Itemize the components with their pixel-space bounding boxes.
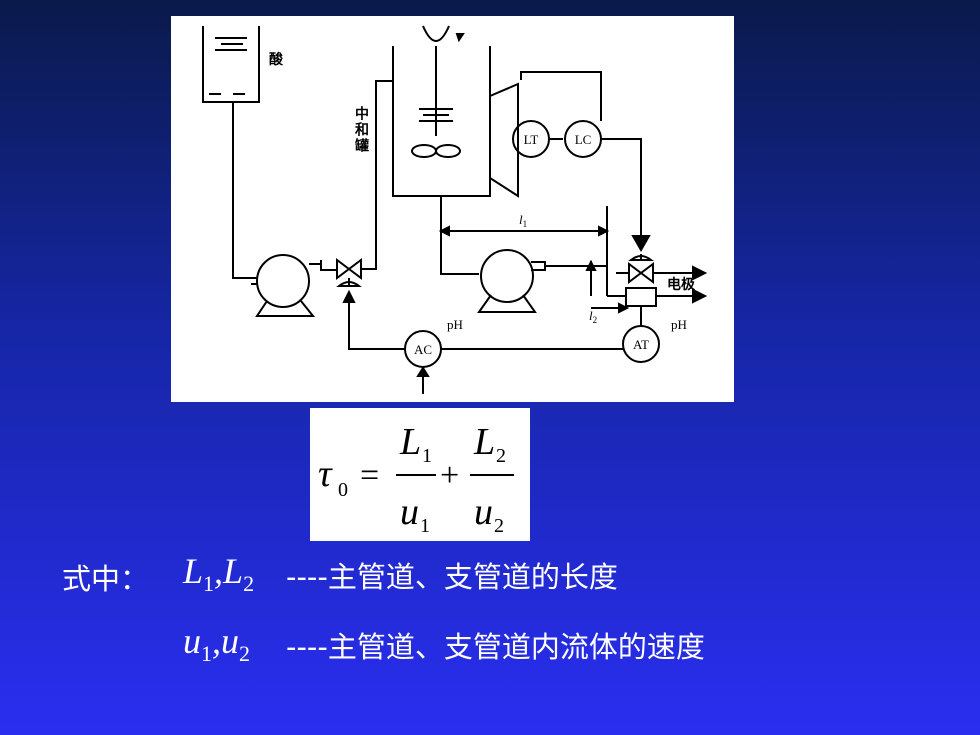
legend-row-length: 式中： L1,L2 ----主管道、支管道的长度: [0, 548, 980, 608]
electrode-label: 电极: [667, 276, 696, 293]
ph-label-right: pH: [671, 317, 687, 332]
l2-label: l2: [589, 308, 597, 325]
l1-label: l1: [519, 212, 527, 229]
process-diagram: 酸 中和罐 LT LC AC AT pH pH 电极 l1 l2: [171, 16, 734, 402]
sample-pump: [480, 249, 534, 303]
ph-label-left: pH: [447, 317, 463, 332]
at-label: AT: [633, 337, 649, 352]
at-instrument: [622, 325, 660, 363]
delay-formula: τ 0 = L 1 u 1 + L 2 u 2: [310, 408, 530, 541]
legend-length-desc: ----主管道、支管道的长度: [286, 560, 618, 594]
tau-subscript: 0: [338, 479, 348, 501]
tau-symbol: τ: [318, 453, 333, 495]
legend-row-velocity: u1,u2 ----主管道、支管道内流体的速度: [0, 618, 980, 678]
numerator-2-subscript: 2: [496, 445, 506, 467]
base-valve: [628, 262, 654, 284]
delay-formula-svg: τ 0 = L 1 u 1 + L 2 u 2: [318, 421, 514, 537]
numerator-1-subscript: 1: [422, 445, 432, 467]
denominator-1: u: [400, 491, 419, 533]
legend-velocity-desc: ----主管道、支管道内流体的速度: [286, 630, 705, 664]
acid-label: 酸: [269, 51, 284, 68]
acid-pump: [256, 254, 310, 308]
denominator-2-subscript: 2: [494, 515, 504, 537]
acid-tank: [202, 26, 260, 103]
legend-prefix: 式中：: [62, 562, 150, 596]
numerator-2: L: [473, 421, 495, 463]
denominator-1-subscript: 1: [420, 515, 430, 537]
plus-sign: +: [440, 457, 459, 494]
lt-label: LT: [524, 132, 539, 147]
tank-label: 中和罐: [353, 105, 370, 154]
ac-label: AC: [414, 342, 432, 357]
acid-valve: [336, 258, 362, 280]
equals-sign: =: [360, 457, 379, 494]
electrode: [625, 287, 657, 307]
numerator-1: L: [399, 421, 421, 463]
legend-length-vars: L1,L2: [183, 551, 255, 596]
lc-label: LC: [575, 132, 592, 147]
process-diagram-svg: 酸 中和罐 LT LC AC AT pH pH 电极 l1 l2: [202, 25, 708, 394]
denominator-2: u: [474, 491, 493, 533]
legend-velocity-vars: u1,u2: [183, 621, 250, 666]
